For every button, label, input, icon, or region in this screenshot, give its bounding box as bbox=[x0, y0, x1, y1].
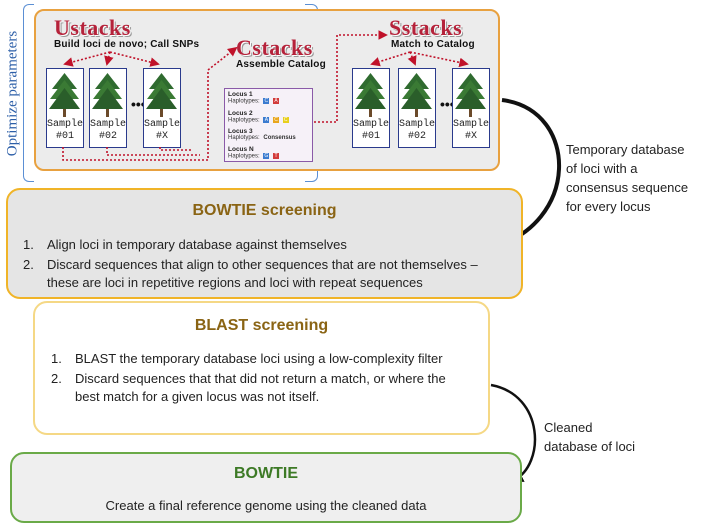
sample-card-left-02: Sample #02 bbox=[89, 68, 127, 148]
note-line: database of loci bbox=[544, 439, 636, 454]
optimize-bracket-left bbox=[23, 4, 34, 182]
arrow-blast-to-final bbox=[490, 383, 537, 482]
arrow-ustacks-to-samplex bbox=[109, 51, 160, 67]
arrow-sstacks-to-sample01 bbox=[370, 51, 411, 67]
step-number: 2. bbox=[23, 257, 34, 272]
note-line: consensus sequence bbox=[566, 180, 689, 195]
note-line: Cleaned bbox=[544, 420, 593, 435]
bowtie-screening-box: BOWTIE screening 1. Align loci in tempor… bbox=[6, 188, 523, 299]
step-number: 1. bbox=[23, 237, 34, 252]
note-line: Temporary database bbox=[566, 142, 685, 157]
sample-card-right-x: Sample #X bbox=[452, 68, 490, 148]
catalog-haplotypes: Haplotypes: G T bbox=[228, 153, 309, 161]
tree-icon bbox=[455, 73, 486, 117]
sample-label: Sample bbox=[399, 119, 436, 130]
step-text: Align loci in temporary database against… bbox=[47, 237, 347, 252]
arrow-samples-to-cstacks bbox=[62, 46, 238, 161]
haplotypes-label: Haplotypes: bbox=[228, 135, 260, 142]
catalog-locus-name: Locus 3 bbox=[228, 128, 253, 136]
sstacks-title-text: Sstacks bbox=[389, 15, 463, 40]
tree-icon bbox=[355, 73, 386, 117]
catalog-card: Locus 1 Haplotypes: C A Locus 2 Haplotyp… bbox=[224, 88, 313, 162]
allele-badge: C bbox=[263, 98, 270, 104]
sstacks-subtitle: Match to Catalog bbox=[391, 39, 475, 50]
bowtie-final-text: Create a final reference genome using th… bbox=[105, 498, 427, 513]
catalog-haplotypes: Haplotypes: A C C bbox=[228, 116, 309, 125]
arrow-sstacks-to-sample02 bbox=[407, 51, 417, 66]
tree-icon bbox=[49, 73, 80, 117]
note-line: for every locus bbox=[566, 199, 651, 214]
temporary-database-note: Temporary database of loci with a consen… bbox=[566, 140, 688, 216]
ellipsis-right: ••• bbox=[440, 96, 455, 112]
step-text: best match for a given locus was not its… bbox=[75, 389, 320, 404]
sample-label: Sample bbox=[353, 119, 390, 130]
sample-label: Sample bbox=[453, 119, 490, 130]
allele-badge: A bbox=[273, 98, 280, 104]
step-text: BLAST the temporary database loci using … bbox=[75, 351, 443, 366]
blast-screening-title: BLAST screening bbox=[194, 317, 329, 334]
arrow-ustacks-to-sample02 bbox=[104, 51, 114, 66]
bowtie-screening-title: BOWTIE screening bbox=[192, 202, 337, 219]
step-number: 1. bbox=[51, 351, 62, 366]
haplotypes-label: Haplotypes: bbox=[228, 117, 260, 124]
sample-card-left-x: Sample #X bbox=[143, 68, 181, 148]
consensus-label: Consensus bbox=[263, 135, 296, 142]
sstacks-title: Sstacks bbox=[389, 15, 462, 41]
haplotypes-label: Haplotypes: bbox=[228, 153, 260, 160]
tree-icon bbox=[146, 73, 177, 117]
cstacks-subtitle: Assemble Catalog bbox=[236, 59, 326, 70]
arrow-sstacks-to-samplex bbox=[409, 51, 469, 68]
tree-icon bbox=[401, 73, 432, 117]
ustacks-title: Ustacks bbox=[54, 15, 131, 41]
allele-badge: G bbox=[263, 153, 270, 160]
arrow-ustacks-to-sample01 bbox=[63, 51, 111, 67]
sample-number: #X bbox=[155, 131, 168, 142]
step-text: Discard sequences that that did not retu… bbox=[75, 371, 446, 386]
sample-number: #X bbox=[464, 131, 477, 142]
sample-card-right-01: Sample #01 bbox=[352, 68, 390, 148]
sample-label: Sample bbox=[47, 119, 84, 130]
step-text: Discard sequences that align to other se… bbox=[47, 257, 478, 272]
bowtie-final-box: BOWTIE Create a final reference genome u… bbox=[10, 452, 522, 523]
sample-number: #02 bbox=[98, 131, 117, 142]
sample-card-right-02: Sample #02 bbox=[398, 68, 436, 148]
catalog-haplotypes: Haplotypes: Consensus bbox=[228, 135, 309, 142]
cstacks-title: Cstacks bbox=[236, 35, 313, 61]
sample-label: Sample bbox=[90, 119, 127, 130]
cstacks-title-text: Cstacks bbox=[236, 35, 313, 60]
blast-screening-box: BLAST screening 1. BLAST the temporary d… bbox=[33, 301, 490, 435]
haplotypes-label: Haplotypes: bbox=[228, 98, 260, 105]
note-line: of loci with a bbox=[566, 161, 638, 176]
stacks-pipeline-panel: Ustacks Build loci de novo; Call SNPs Cs… bbox=[34, 9, 500, 171]
allele-badge: C bbox=[282, 116, 289, 123]
allele-badge: C bbox=[273, 116, 280, 123]
arrow-catalog-to-sstacks bbox=[314, 30, 388, 123]
tree-icon bbox=[92, 73, 123, 117]
sample-number: #02 bbox=[407, 131, 426, 142]
cleaned-database-note: Cleaned database of loci bbox=[544, 418, 635, 456]
sample-number: #01 bbox=[361, 131, 380, 142]
ellipsis-left: ••• bbox=[131, 96, 146, 112]
catalog-haplotypes: Haplotypes: C A bbox=[228, 98, 309, 106]
allele-badge: T bbox=[273, 153, 280, 160]
step-number: 2. bbox=[51, 371, 62, 386]
catalog-locus-name: Locus 1 bbox=[228, 91, 253, 98]
ustacks-subtitle: Build loci de novo; Call SNPs bbox=[54, 39, 200, 50]
catalog-locus-name: Locus N bbox=[228, 146, 254, 154]
sample-number: #01 bbox=[55, 131, 74, 142]
allele-badge: A bbox=[263, 116, 270, 123]
step-text: these are loci in repetitive regions and… bbox=[47, 275, 423, 290]
sample-label: Sample bbox=[144, 119, 181, 130]
bowtie-final-title: BOWTIE bbox=[234, 465, 298, 482]
ustacks-title-text: Ustacks bbox=[54, 15, 131, 40]
sample-card-left-01: Sample #01 bbox=[46, 68, 84, 148]
catalog-locus-name: Locus 2 bbox=[228, 109, 253, 117]
